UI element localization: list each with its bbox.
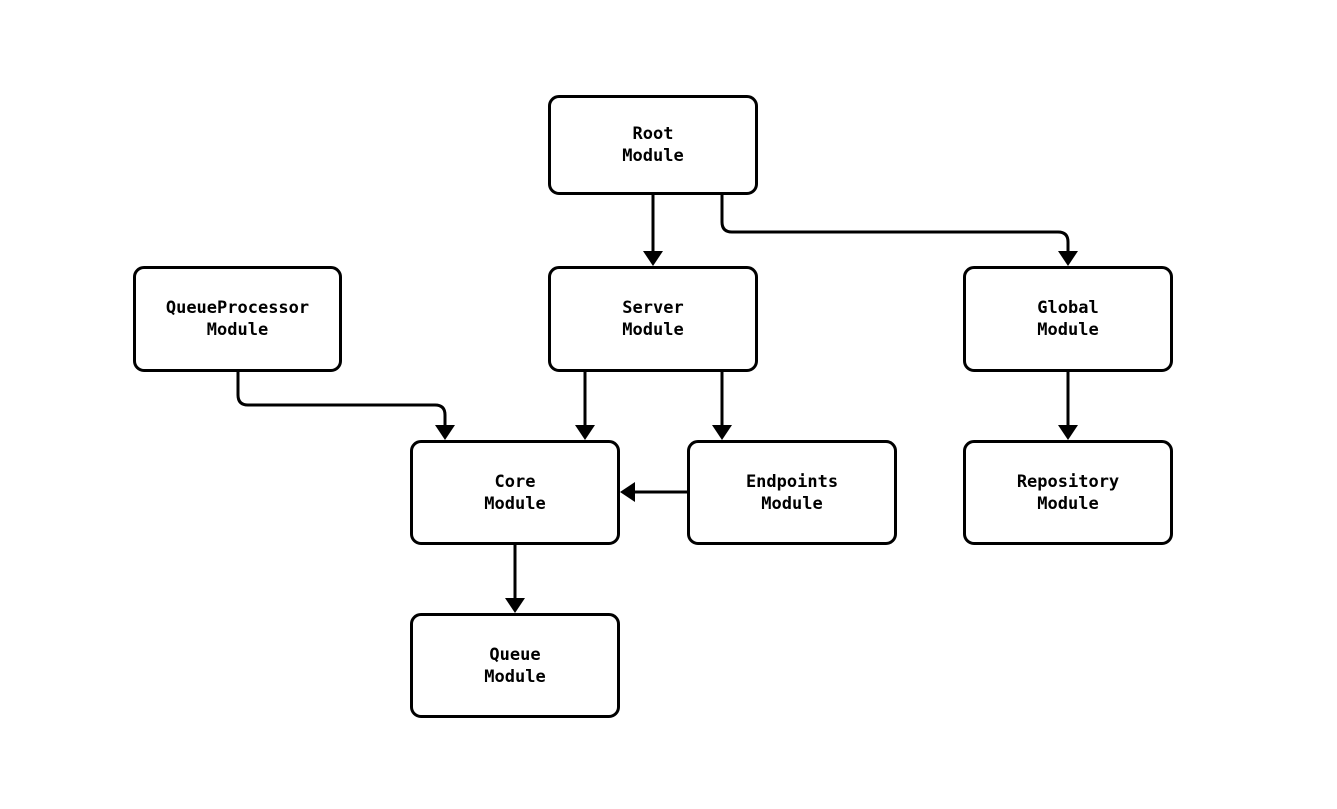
edge-root-to-server-arrowhead <box>643 251 663 266</box>
edge-queueprocessor-to-core-arrowhead <box>435 425 455 440</box>
edge-endpoints-to-core <box>620 482 687 502</box>
server-module-label-line2: Module <box>622 320 684 340</box>
edge-root-to-global-arrowhead <box>1058 251 1078 266</box>
queueprocessor-module-label-line1: QueueProcessor <box>165 298 310 318</box>
edge-global-to-repository-arrowhead <box>1058 425 1078 440</box>
repository-module-label-line2: Module <box>1037 493 1099 514</box>
queue-module-label-line1: Queue <box>489 644 541 665</box>
global-module-label-line1: Global <box>1037 298 1099 318</box>
core-module-label-line2: Module <box>484 493 546 514</box>
edge-core-to-queue-arrowhead <box>505 598 525 613</box>
edge-server-to-core <box>575 372 595 440</box>
edge-global-to-repository <box>1058 372 1078 440</box>
endpoints-module-label-line1: Endpoints <box>745 471 839 492</box>
edge-queueprocessor-to-core <box>236 372 455 440</box>
edge-core-to-queue <box>505 545 525 613</box>
repository-module-label-line1: Repository <box>1016 471 1120 492</box>
global-module-label-line2: Module <box>1037 320 1099 340</box>
edge-root-to-server <box>643 195 663 266</box>
edge-server-to-endpoints-arrowhead <box>712 425 732 440</box>
server-module-label-line1: Server <box>622 298 684 318</box>
edge-root-to-global-line <box>720 195 1070 252</box>
root-module-label-line2: Module <box>622 146 684 166</box>
queue-module-label-line2: Module <box>484 666 546 687</box>
edge-server-to-core-arrowhead <box>575 425 595 440</box>
edge-root-to-global <box>720 195 1078 266</box>
edge-endpoints-to-core-arrowhead <box>620 482 635 502</box>
core-module-label-line1: Core <box>494 471 536 492</box>
endpoints-module-label-line2: Module <box>761 493 823 514</box>
root-module-label-line1: Root <box>632 124 674 144</box>
edge-server-to-endpoints <box>712 372 732 440</box>
edge-queueprocessor-to-core-line <box>236 372 447 426</box>
queueprocessor-module-label-line2: Module <box>206 320 269 340</box>
